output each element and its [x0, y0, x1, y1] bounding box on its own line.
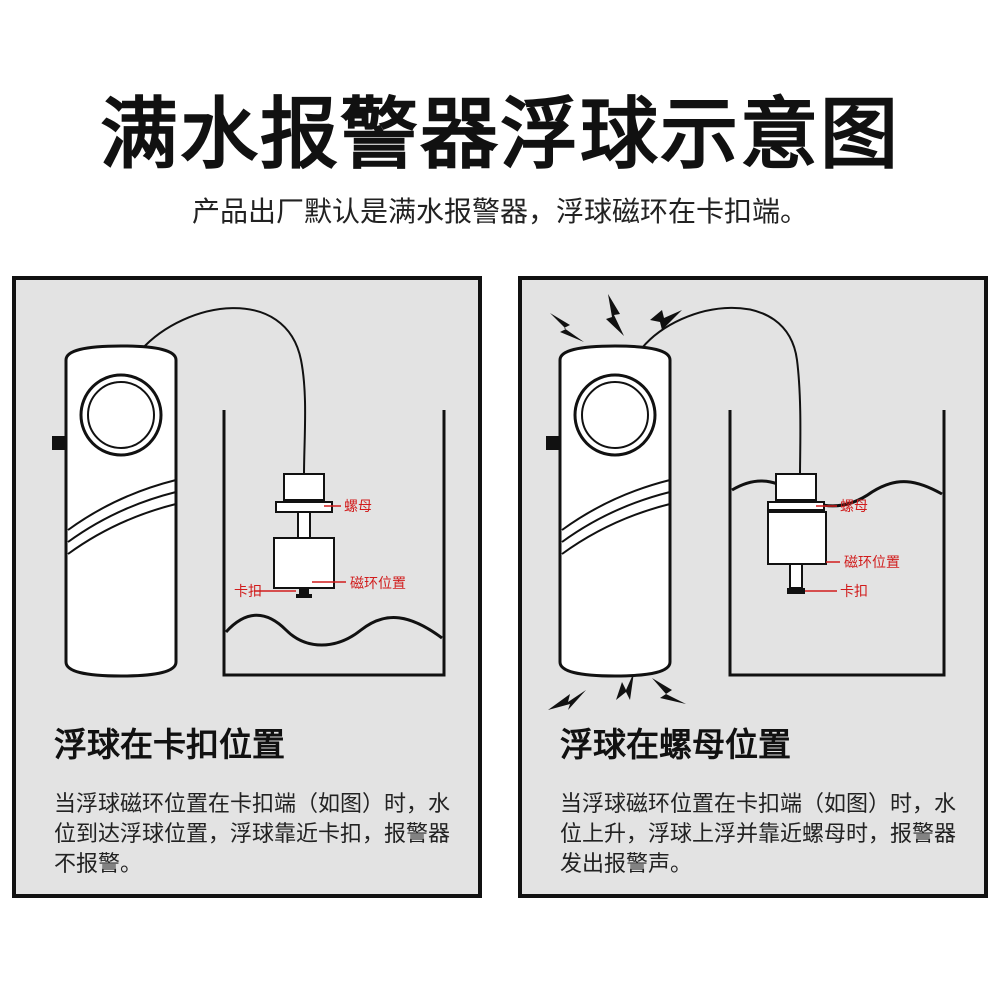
label-clip: 卡扣 [840, 584, 868, 600]
device-side-button [52, 436, 68, 450]
float-ball [273, 537, 335, 589]
float-ball [767, 511, 827, 565]
device-side-button [546, 436, 562, 450]
clip [787, 588, 805, 594]
page-title: 满水报警器浮球示意图 [99, 90, 900, 180]
water-tank [222, 410, 446, 677]
label-clip: 卡扣 [234, 584, 262, 600]
diagram-float-at-clip: 螺母 卡扣 磁环位置 [52, 307, 446, 678]
panel-description: 当浮球磁环位置在卡扣端（如图）时，水位到达浮球位置，浮球靠近卡扣，报警器不报警。 [54, 792, 451, 877]
float-rod [789, 563, 803, 589]
label-nut: 螺母 [840, 499, 868, 515]
panel-description: 当浮球磁环位置在卡扣端（如图）时，水位上升，浮球上浮并靠近螺母时，报警器发出报警… [560, 792, 957, 877]
water-surface [224, 613, 443, 647]
panel-heading: 浮球在卡扣位置 [54, 725, 285, 764]
speaker-icon [79, 373, 163, 457]
nut [283, 473, 325, 501]
water-surface [731, 479, 943, 508]
device-stripe [67, 479, 177, 531]
panel-float-at-clip: 螺母 卡扣 磁环位置 浮球在卡扣位置 当浮球磁环位置在卡扣端（如图）时，水位到达… [12, 276, 482, 898]
device-stripe [561, 479, 671, 531]
label-magnet: 磁环位置 [350, 576, 406, 592]
panel-float-at-nut: 螺母 磁环位置 卡扣 浮球在螺母位置 当浮球磁环位置在卡扣端（如图）时，水位上升… [518, 276, 988, 898]
float-rod [297, 511, 311, 541]
page-subtitle: 产品出厂默认是满水报警器，浮球磁环在卡扣端。 [191, 195, 808, 228]
label-magnet: 磁环位置 [844, 555, 900, 571]
label-nut: 螺母 [344, 499, 372, 515]
speaker-icon [573, 373, 657, 457]
alarm-flash-icon [548, 294, 686, 710]
diagram-float-at-nut: 螺母 磁环位置 卡扣 [546, 294, 946, 710]
panel-heading: 浮球在螺母位置 [560, 725, 791, 764]
cable [140, 307, 307, 476]
nut [775, 473, 817, 501]
clip [299, 588, 309, 594]
cable [641, 306, 802, 476]
water-tank [728, 410, 946, 677]
